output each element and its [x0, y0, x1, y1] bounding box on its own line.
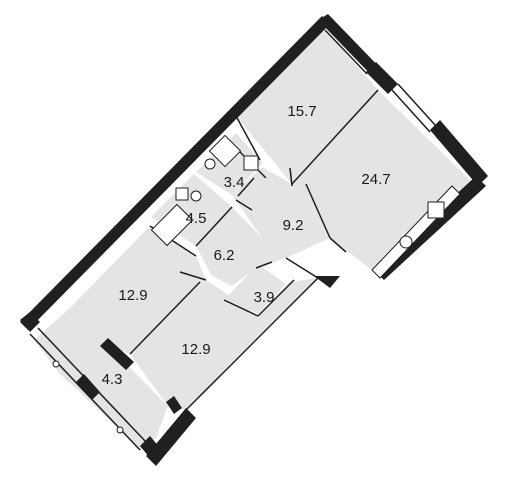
- wall-door-corridor: [235, 199, 253, 211]
- window-top-bedroom: [329, 23, 373, 69]
- east-wall-window-pier: [366, 62, 398, 94]
- wall-bathroom-right: [237, 177, 255, 197]
- room-area-label: 12.9: [181, 341, 210, 358]
- balcony-post: [52, 360, 60, 368]
- window-balcony-inner: [37, 327, 147, 443]
- bedroom-left-pier: [100, 338, 134, 370]
- kitchen-sink-icon: [399, 235, 413, 249]
- room-area-label: 3.4: [224, 174, 245, 191]
- wall-bedroom-south: [185, 277, 319, 411]
- wall-bedroom-kitchen: [291, 89, 379, 185]
- wall-washroom-right: [195, 206, 233, 247]
- balcony-door-pier: [166, 396, 182, 414]
- bedroom-bottom-fill: [130, 278, 318, 410]
- bathroom-fill: [196, 133, 263, 195]
- wall-door-bedroom-top: [289, 167, 293, 187]
- balcony-fill: [34, 308, 168, 450]
- room-fills: [34, 26, 474, 450]
- wall-bedroom-top-south: [235, 115, 261, 161]
- kitchen-living-fill: [292, 90, 474, 276]
- room-area-label: 24.7: [361, 171, 390, 188]
- south-wall: [146, 408, 196, 466]
- room-area-label: 3.9: [254, 289, 275, 306]
- room-area-label: 4.3: [102, 371, 123, 388]
- sink-icon: [175, 187, 189, 201]
- corridor-fill: [196, 207, 286, 286]
- wall-closet-left: [223, 299, 259, 317]
- wall-door-kitchen: [329, 237, 347, 253]
- room-area-label: 4.5: [186, 210, 207, 227]
- wall-corridor-bottom: [255, 261, 273, 269]
- wall-closet-right: [257, 279, 295, 317]
- balcony-end-left: [20, 312, 40, 332]
- wall-kitchen-hall: [305, 183, 331, 239]
- hall-fill: [232, 167, 330, 258]
- kitchen-wall-stub: [314, 276, 340, 288]
- wall-bedroom-divider: [129, 281, 201, 355]
- area-labels: 15.7 24.7 3.4 4.5 9.2 6.2 3.9 12.9 12.9 …: [102, 103, 391, 388]
- wall-hall-bottom: [285, 257, 319, 279]
- bedroom-top-fill: [236, 26, 378, 184]
- closet-fill: [226, 264, 286, 314]
- room-area-label: 6.2: [214, 247, 235, 264]
- washing-machine-icon: [243, 155, 259, 171]
- east-wall: [430, 120, 488, 186]
- interior-walls: [129, 89, 379, 411]
- window-kitchen-inner: [391, 89, 431, 133]
- bathtub-icon: [150, 203, 194, 247]
- room-area-label: 15.7: [287, 103, 316, 120]
- bedroom-left-fill: [70, 226, 206, 354]
- window-top-bedroom-inner: [324, 29, 368, 75]
- wall-door-bedroom-left: [179, 271, 207, 281]
- north-west-wall: [20, 16, 330, 330]
- room-area-label: 12.9: [118, 287, 147, 304]
- window-kitchen: [397, 83, 437, 127]
- room-area-label: 9.2: [283, 217, 304, 234]
- toilet-icon: [190, 190, 202, 202]
- shower-icon: [208, 134, 242, 168]
- fixtures: [52, 134, 461, 434]
- stove-icon: [427, 201, 445, 219]
- toilet-icon: [204, 158, 216, 170]
- balcony-window-pier: [76, 374, 100, 400]
- balcony-post: [116, 426, 124, 434]
